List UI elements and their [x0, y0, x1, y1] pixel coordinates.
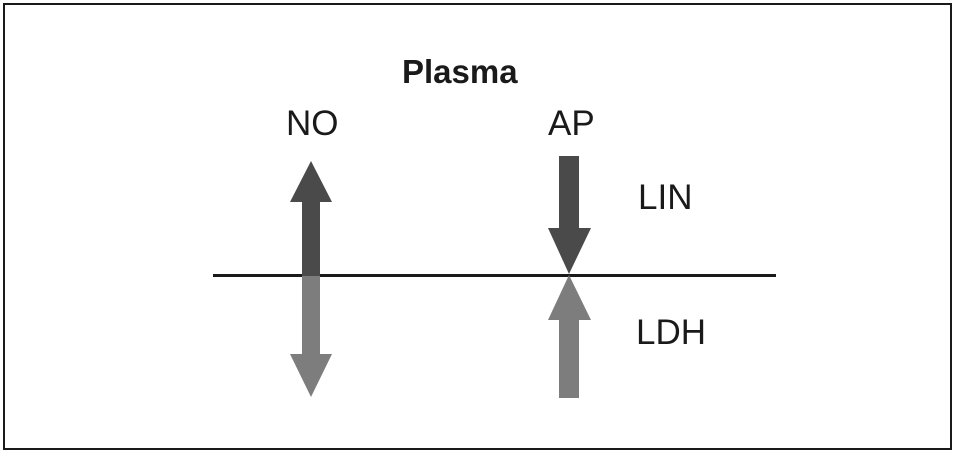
ap-up-arrow-icon	[548, 275, 591, 398]
page-title: Plasma	[402, 53, 518, 90]
label-ap: AP	[548, 104, 595, 143]
figure-border	[3, 3, 952, 450]
no-double-arrow-icon	[290, 161, 332, 397]
ap-down-arrow-icon	[548, 156, 591, 274]
label-lin: LIN	[638, 178, 693, 217]
label-no: NO	[286, 104, 339, 143]
plasma-membrane-line	[213, 274, 776, 277]
label-ldh: LDH	[636, 313, 707, 352]
